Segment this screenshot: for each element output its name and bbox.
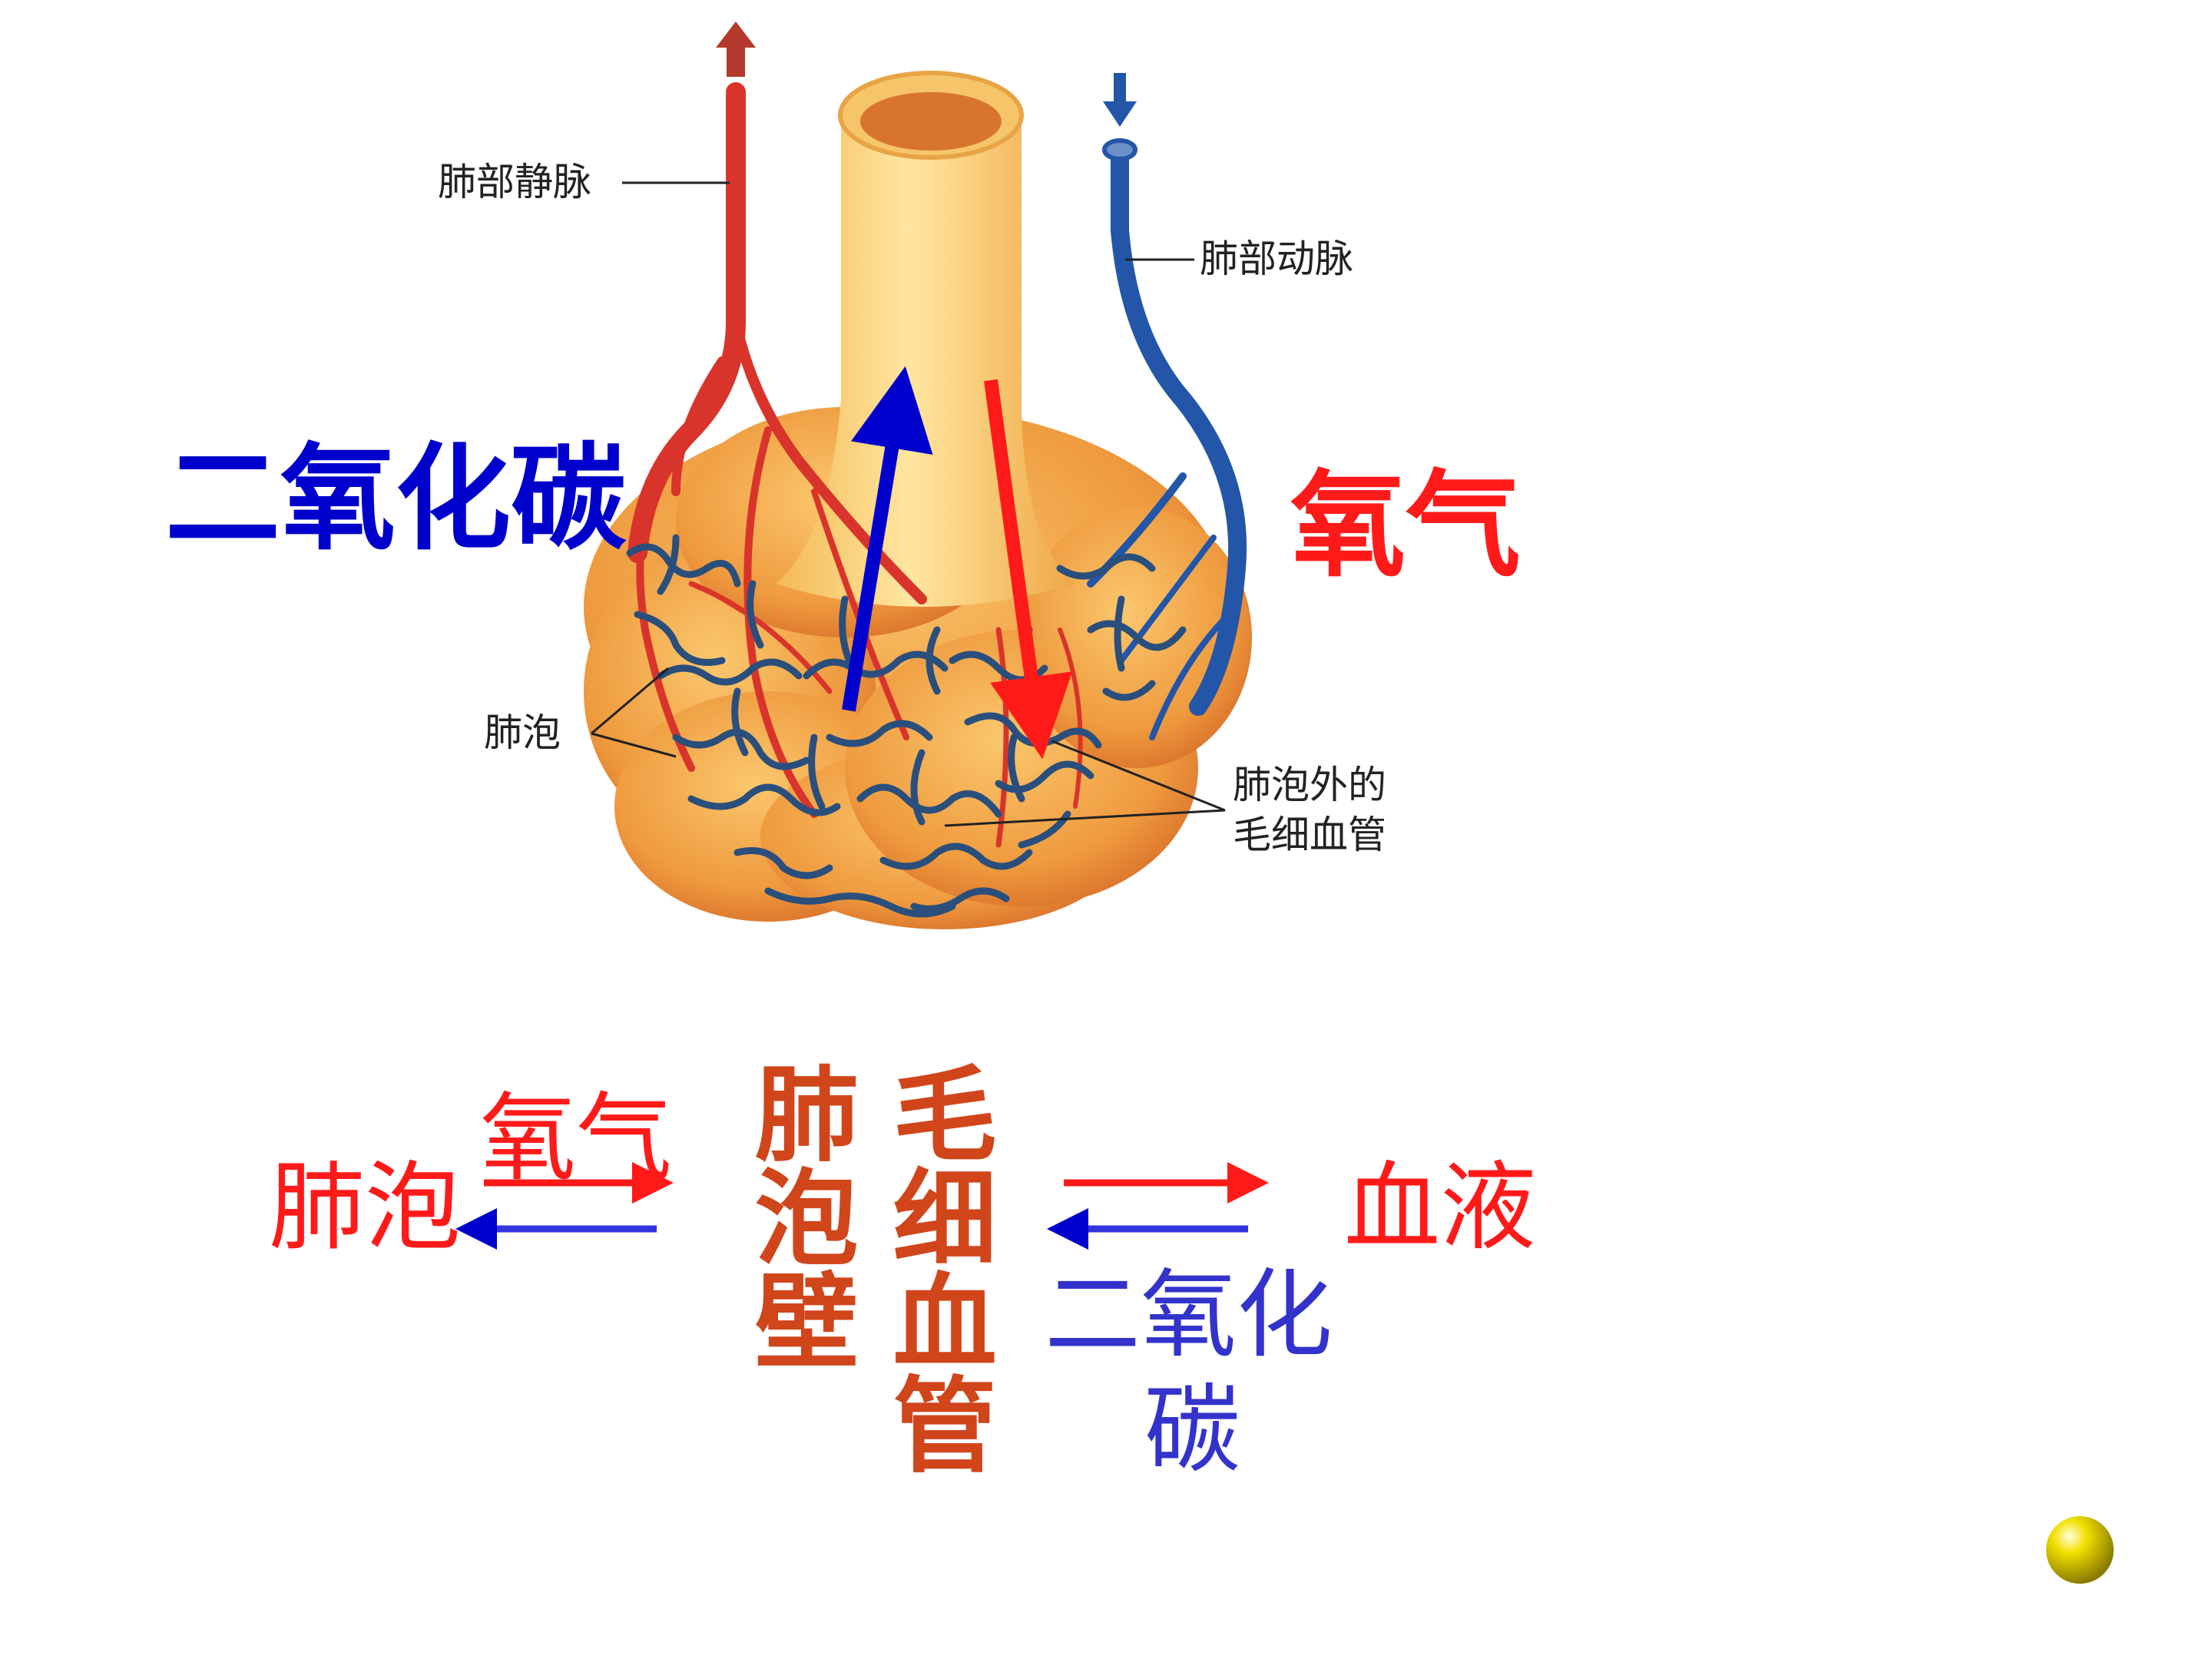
label-capillary-line2: 毛细血管 — [1233, 810, 1386, 860]
vein-outflow-arrow — [716, 22, 756, 77]
exchange-co2-line1: 二氧化 — [1045, 1267, 1333, 1363]
o2-big-label: 氧气 — [1290, 469, 1521, 584]
alveolar-wall-label: 肺泡壁 — [718, 1060, 876, 1490]
next-slide-ball-icon[interactable] — [2046, 1516, 2114, 1584]
exchange-blood-label: 血液 — [1344, 1160, 1536, 1256]
exchange-co2-line2: 碳 — [1144, 1382, 1240, 1479]
exchange-oxygen-label: 氧气 — [480, 1091, 672, 1187]
label-alveolus: 肺泡 — [484, 708, 561, 758]
label-pulmonary-vein: 肺部静脉 — [438, 157, 591, 207]
co2-big-label: 二氧化碳 — [165, 442, 626, 557]
label-pulmonary-artery: 肺部动脉 — [1200, 234, 1353, 284]
label-capillary-line1: 肺泡外的 — [1233, 760, 1386, 810]
exchange-alveolus-label: 肺泡 — [269, 1160, 461, 1256]
bronchus — [776, 73, 1075, 607]
artery-inflow-arrow — [1103, 73, 1137, 127]
artery-opening — [1104, 141, 1135, 159]
capillary-label: 毛细血管 — [856, 1060, 1014, 1659]
